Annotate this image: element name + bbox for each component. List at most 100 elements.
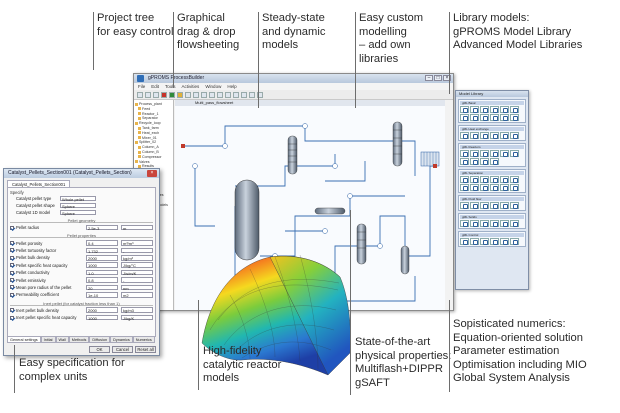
grid-icon[interactable] <box>225 91 231 98</box>
zoom-in-icon[interactable] <box>185 91 191 98</box>
model-icon[interactable] <box>500 132 509 139</box>
model-icon[interactable] <box>490 220 499 227</box>
text-icon[interactable] <box>217 91 223 98</box>
tree-item[interactable]: Splitter_02 <box>135 140 172 145</box>
tree-item[interactable]: Mixer_01 <box>135 136 172 141</box>
model-icon[interactable] <box>510 150 519 157</box>
model-icon[interactable] <box>510 176 519 183</box>
flash-drum[interactable] <box>400 245 410 275</box>
property-checkbox[interactable] <box>10 263 14 268</box>
ok-button[interactable]: OK <box>89 346 110 353</box>
model-icon[interactable] <box>460 184 469 191</box>
property-unit-select[interactable]: kg/m³ <box>121 255 153 261</box>
property-checkbox[interactable] <box>10 255 14 260</box>
stop-icon[interactable] <box>161 91 167 98</box>
menu-window[interactable]: Window <box>205 84 222 89</box>
run-icon[interactable] <box>169 91 175 98</box>
property-checkbox[interactable] <box>10 248 14 253</box>
property-unit-select[interactable]: m2 <box>121 292 153 298</box>
dialog-bottom-tab[interactable]: Wall <box>55 337 69 343</box>
tree-item[interactable]: Heat_exch <box>135 131 172 136</box>
model-icon[interactable] <box>490 202 499 209</box>
palette-group-header[interactable]: gML Separation <box>460 171 524 175</box>
property-value-input[interactable]: 0.8 <box>86 277 118 283</box>
palette-group-header[interactable]: gML Fluid flow <box>460 197 524 201</box>
new-icon[interactable] <box>137 91 143 98</box>
model-icon[interactable] <box>460 220 469 227</box>
open-icon[interactable] <box>145 91 151 98</box>
tree-item[interactable]: Recycle_loop <box>135 121 172 126</box>
property-checkbox[interactable] <box>10 285 14 290</box>
property-checkbox[interactable] <box>10 241 14 246</box>
model-icon[interactable] <box>460 132 469 139</box>
property-unit-select[interactable]: - <box>121 247 153 254</box>
property-unit-select[interactable]: kg/m3 <box>121 307 153 313</box>
model-icon[interactable] <box>460 150 469 157</box>
model-icon[interactable] <box>490 132 499 139</box>
model-icon[interactable] <box>510 106 519 113</box>
distillation-column-3[interactable] <box>356 223 367 265</box>
dialog-bottom-tab[interactable]: Dynamics <box>110 337 133 343</box>
tree-item[interactable]: Tank_farm <box>135 126 172 131</box>
property-value-input[interactable]: 2000 <box>86 255 118 261</box>
model-icon[interactable] <box>490 184 499 191</box>
model-icon[interactable] <box>490 114 499 121</box>
reactor-vessel[interactable] <box>234 179 260 261</box>
model-icon[interactable] <box>460 202 469 209</box>
model-icon[interactable] <box>490 176 499 183</box>
model-icon[interactable] <box>470 106 479 113</box>
dialog-bottom-tab[interactable]: Numerics <box>132 337 155 343</box>
pointer-icon[interactable] <box>201 91 207 98</box>
model-icon[interactable] <box>480 202 489 209</box>
menu-tools[interactable]: Tools <box>165 84 176 89</box>
model-icon[interactable] <box>470 238 479 245</box>
palette-group-header[interactable]: gML Solids <box>460 215 524 219</box>
property-unit-select[interactable]: J/s/m/K <box>121 269 153 276</box>
model-icon[interactable] <box>460 114 469 121</box>
model-icon[interactable] <box>470 132 479 139</box>
model-icon[interactable] <box>490 150 499 157</box>
property-checkbox[interactable] <box>10 225 14 230</box>
property-unit-select[interactable]: J/kg/K <box>121 314 153 321</box>
model-icon[interactable] <box>460 238 469 245</box>
model-icon[interactable] <box>500 150 509 157</box>
model-icon[interactable] <box>470 176 479 183</box>
spec-select[interactable]: Sphere <box>60 202 96 209</box>
warning-icon[interactable] <box>177 91 183 98</box>
model-icon[interactable] <box>480 132 489 139</box>
property-value-input[interactable]: 1.0 <box>86 269 118 276</box>
property-unit-select[interactable]: nm <box>121 284 153 290</box>
model-icon[interactable] <box>500 184 509 191</box>
property-checkbox[interactable] <box>10 315 14 320</box>
model-icon[interactable] <box>460 106 469 113</box>
dialog-tab[interactable]: Catalyst_Pellets_Section001 <box>7 180 71 187</box>
property-value-input[interactable]: 1.732 <box>86 247 118 254</box>
menu-activities[interactable]: Activities <box>181 84 200 89</box>
reset-all-button[interactable]: Reset all <box>135 346 156 353</box>
connect-icon[interactable] <box>209 91 215 98</box>
model-icon[interactable] <box>480 114 489 121</box>
palette-group-header[interactable]: gML Control <box>460 233 524 237</box>
property-value-input[interactable]: 20 <box>86 284 118 290</box>
flowsheet-tab[interactable]: Multi_pass_flowsheet <box>175 100 445 106</box>
model-icon[interactable] <box>510 184 519 191</box>
property-unit-select[interactable]: m <box>121 224 153 231</box>
property-checkbox[interactable] <box>10 270 14 275</box>
model-icon[interactable] <box>480 106 489 113</box>
property-checkbox[interactable] <box>10 278 14 283</box>
cancel-button[interactable]: Cancel <box>112 346 133 353</box>
minimize-button[interactable]: – <box>425 75 433 81</box>
dialog-close-button[interactable]: × <box>147 170 157 177</box>
property-value-input[interactable]: 0.4 <box>86 240 118 246</box>
property-value-input[interactable]: 1000 <box>86 314 118 321</box>
property-unit-select[interactable]: m³/m³ <box>121 240 153 246</box>
menu-help[interactable]: Help <box>227 84 237 89</box>
model-icon[interactable] <box>470 114 479 121</box>
palette-group-header[interactable]: gML Reactors <box>460 145 524 149</box>
model-icon[interactable] <box>510 220 519 227</box>
rotate-icon[interactable] <box>241 91 247 98</box>
tree-item[interactable]: Valves <box>135 160 172 165</box>
model-icon[interactable] <box>470 158 479 165</box>
model-icon[interactable] <box>500 176 509 183</box>
palette-group-header[interactable]: gML Basic <box>460 101 524 105</box>
